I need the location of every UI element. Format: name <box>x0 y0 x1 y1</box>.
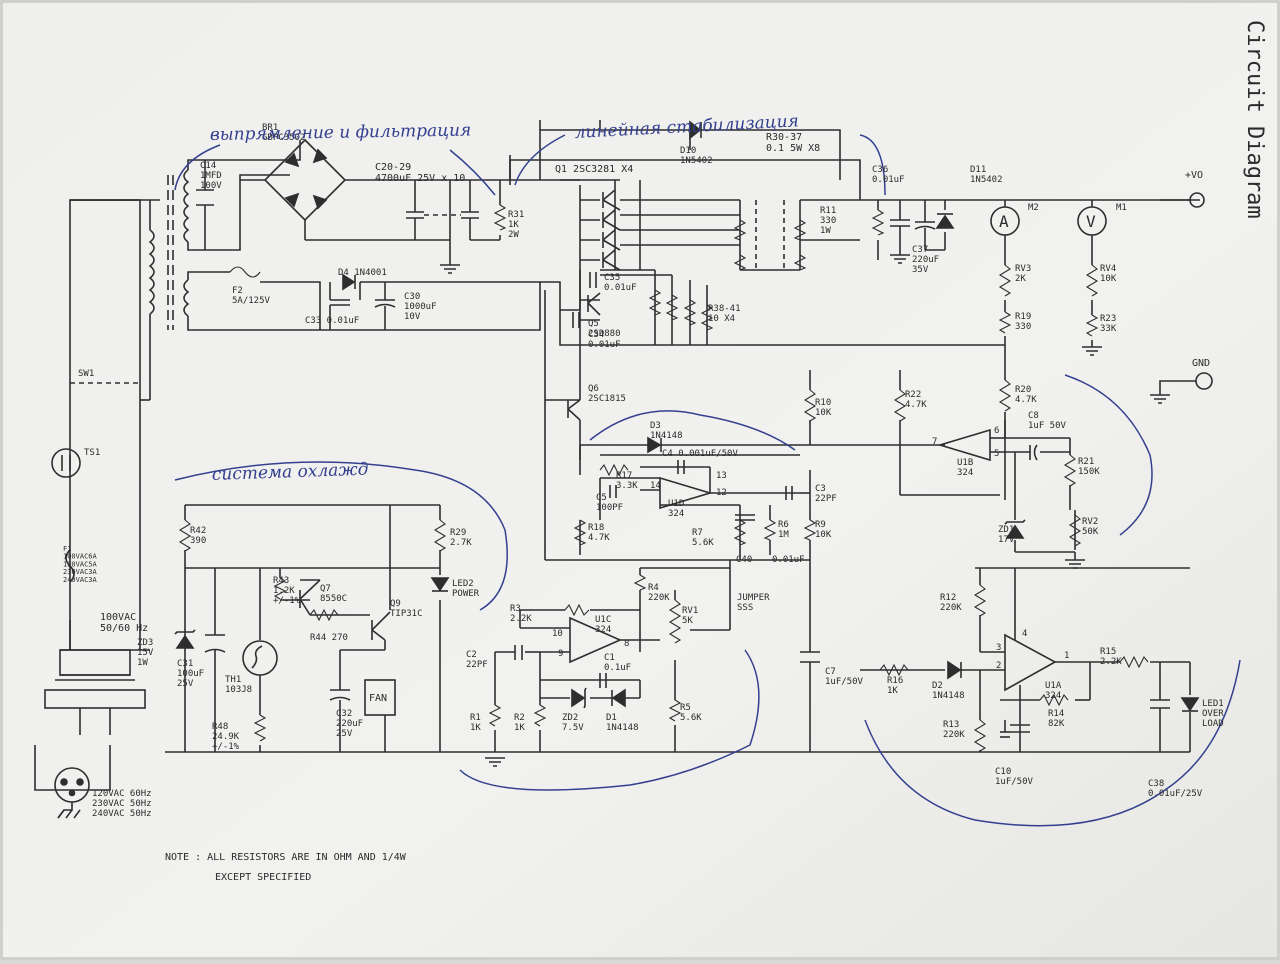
corner-title: Circuit Diagram <box>1242 20 1267 219</box>
c40v-label: 0.01uF <box>772 555 805 565</box>
voltmeter-symbol: V <box>1086 212 1096 231</box>
note-line-1: NOTE : ALL RESISTORS ARE IN OHM AND 1/4W <box>165 852 407 863</box>
pin-number: 14 <box>650 481 661 491</box>
pin-number: 10 <box>552 629 563 639</box>
pin-number: 8 <box>624 639 629 649</box>
voltmeter-ref: M1 <box>1116 203 1127 213</box>
vo-terminal-label: +VO <box>1185 170 1203 181</box>
sw1-label: SW1 <box>78 369 94 379</box>
pin-number: 9 <box>558 649 563 659</box>
gnd-terminal-label: GND <box>1192 358 1210 369</box>
pin-number: 7 <box>932 437 937 447</box>
pin-number: 2 <box>996 661 1001 671</box>
r44-label: R44 270 <box>310 633 348 643</box>
ammeter-ref: M2 <box>1028 203 1039 213</box>
note-line-2: EXCEPT SPECIFIED <box>215 872 311 883</box>
pin-number: 5 <box>994 449 999 459</box>
c4-label: C4 0.001uF/50V <box>662 449 738 459</box>
pin-number: 4 <box>1022 629 1027 639</box>
pin-number: 3 <box>996 643 1001 653</box>
c40-label: C40 <box>736 555 752 565</box>
pin-number: 13 <box>716 471 727 481</box>
pin-number: 1 <box>1064 651 1069 661</box>
pin-number: 6 <box>994 426 999 436</box>
d4-label: D4 1N4001 <box>338 268 387 278</box>
fan-label: FAN <box>369 693 387 704</box>
q1-label: Q1 2SC3281 X4 <box>555 164 633 175</box>
ammeter-symbol: A <box>999 212 1009 231</box>
ts1-label: TS1 <box>84 448 100 458</box>
pin-number: 12 <box>716 488 727 498</box>
c33-label: C33 0.01uF <box>305 316 359 326</box>
